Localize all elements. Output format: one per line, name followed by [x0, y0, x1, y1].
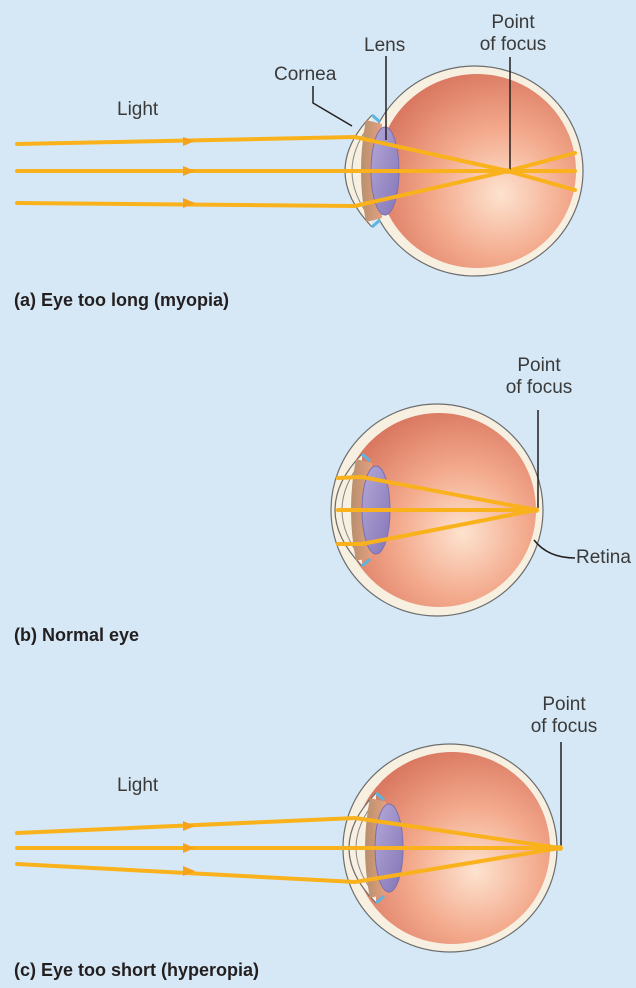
panel-myopia — [17, 56, 583, 276]
cornea-leader — [313, 86, 352, 126]
panel-hyperopia — [17, 742, 563, 952]
light-label-hyperopia: Light — [117, 775, 158, 797]
lens-label: Lens — [364, 35, 405, 57]
focus-label-line1: Point — [476, 12, 550, 34]
light-label-myopia: Light — [117, 99, 158, 121]
caption-myopia: (a) Eye too long (myopia) — [14, 290, 229, 311]
focus-point-hyperopia — [557, 845, 563, 851]
retina-label: Retina — [576, 547, 631, 569]
focus-label-line1: Point — [527, 694, 601, 716]
caption-hyperopia: (c) Eye too short (hyperopia) — [14, 960, 259, 981]
focus-label-hyperopia: Point of focus — [527, 694, 601, 738]
focus-label-line2: of focus — [476, 34, 550, 56]
focus-label-myopia: Point of focus — [476, 12, 550, 56]
cornea-label: Cornea — [274, 64, 336, 86]
focus-point-normal — [533, 507, 539, 513]
panel-normal — [331, 404, 575, 616]
focus-label-normal: Point of focus — [502, 355, 576, 399]
focus-label-line2: of focus — [527, 716, 601, 738]
focus-point-myopia — [505, 168, 511, 174]
retina-leader — [534, 540, 575, 558]
caption-normal: (b) Normal eye — [14, 625, 139, 646]
focus-label-line2: of focus — [502, 377, 576, 399]
focus-label-line1: Point — [502, 355, 576, 377]
